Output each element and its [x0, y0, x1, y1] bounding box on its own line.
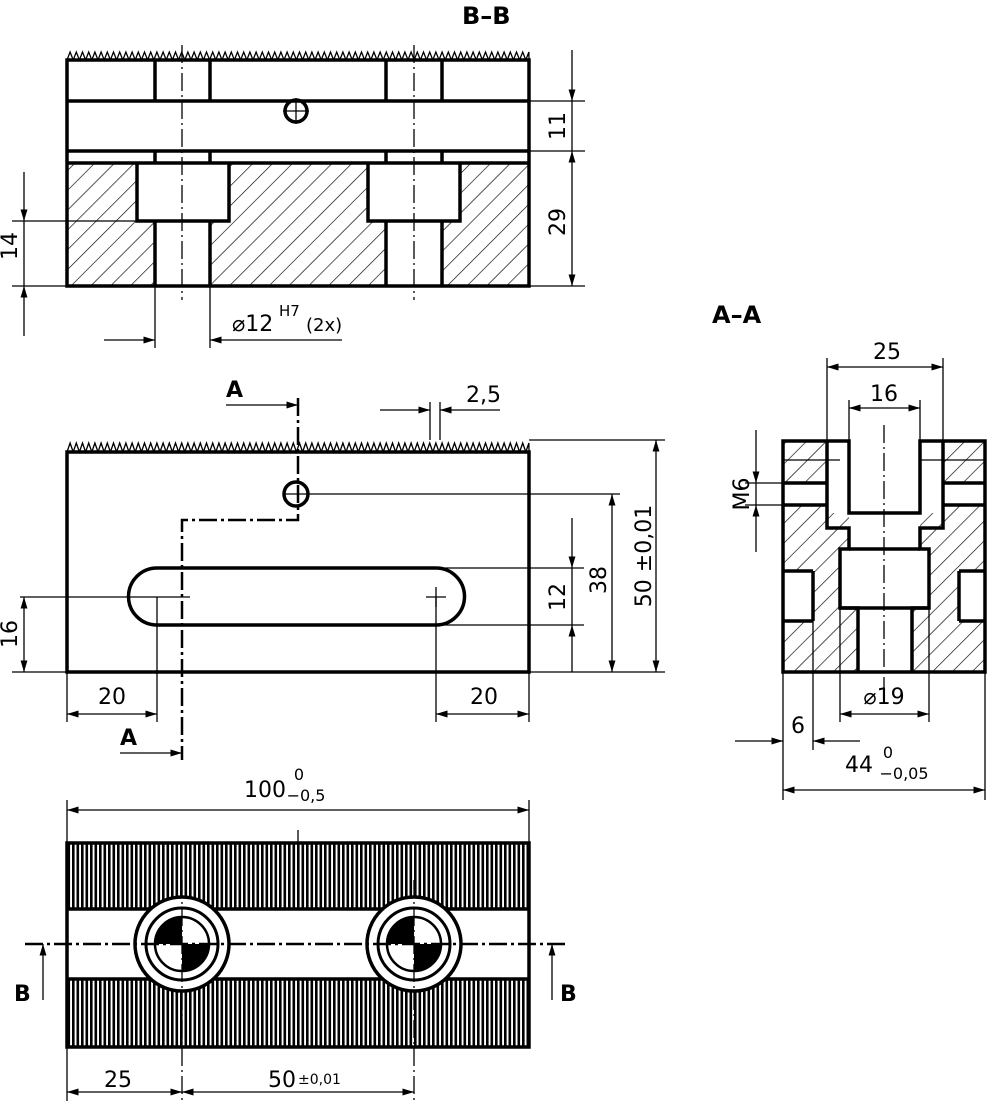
svg-text:12: 12: [546, 583, 571, 611]
section-bb-title: B–B: [462, 2, 511, 30]
section-aa-hatching: [783, 441, 985, 672]
dim-aa-16: 16: [848, 382, 921, 441]
section-bb-outline: [65, 58, 531, 288]
svg-text:38: 38: [587, 566, 612, 594]
svg-text:−0,5: −0,5: [287, 786, 326, 805]
section-mark-b-left: B: [14, 982, 31, 1007]
svg-text:M6: M6: [730, 478, 755, 511]
svg-text:11: 11: [546, 112, 571, 140]
dim-front-16: 16: [0, 597, 67, 673]
svg-text:25: 25: [104, 1068, 132, 1093]
svg-text:0: 0: [883, 743, 893, 762]
dim-front-12: 12: [436, 518, 584, 672]
svg-text:2,5: 2,5: [466, 383, 501, 408]
dim-front-20-left: 20: [66, 597, 158, 722]
top-view-centerlines: [181, 830, 415, 1101]
section-line-aa: A A: [120, 378, 300, 760]
svg-text:16: 16: [870, 382, 898, 407]
svg-text:16: 16: [0, 620, 23, 648]
dim-aa-m6: M6: [730, 430, 783, 552]
dim-aa-44: 44 0 −0,05: [783, 672, 986, 800]
svg-text:⌀12: ⌀12: [232, 312, 273, 337]
dim-front-50: 50 ±0,01: [529, 439, 665, 673]
dim-bb-29: 29: [529, 151, 585, 287]
svg-text:100: 100: [244, 778, 286, 803]
dim-top-100: 100 0 −0,5: [66, 765, 530, 843]
dim-front-20-right: 20: [435, 597, 530, 722]
section-aa-view: A–A 25: [712, 301, 987, 800]
front-view: A A 2,5 50 ±0,01 38: [0, 378, 665, 760]
svg-text:H7: H7: [279, 302, 300, 320]
dim-front-pitch: 2,5: [380, 383, 501, 440]
knurl-band-top: [67, 843, 529, 909]
section-mark-a-top: A: [226, 378, 243, 403]
dim-bb-11: 11: [529, 50, 585, 152]
section-mark-b-right: B: [560, 982, 577, 1007]
svg-text:0: 0: [294, 765, 304, 784]
dim-aa-19: ⌀19: [839, 608, 930, 722]
dim-front-38: 38: [308, 493, 620, 672]
front-view-centerlines: [20, 493, 446, 607]
front-view-serrations: [66, 441, 530, 454]
dim-aa-6: 6: [735, 621, 860, 800]
svg-text:14: 14: [0, 232, 23, 260]
dim-bb-hole-diameter: ⌀12 H7 (2x): [104, 286, 342, 348]
svg-text:±0,01: ±0,01: [298, 1072, 341, 1088]
section-mark-a-bottom: A: [120, 726, 137, 751]
knurl-band-bottom: [67, 979, 529, 1047]
svg-text:50: 50: [268, 1068, 296, 1093]
svg-text:25: 25: [873, 340, 901, 365]
dim-bb-14: 14: [0, 172, 137, 336]
svg-text:20: 20: [470, 685, 498, 710]
svg-text:(2x): (2x): [306, 315, 342, 336]
section-bb-serrations: [66, 50, 530, 62]
svg-text:20: 20: [98, 685, 126, 710]
top-view: B B 100 0 −0,5 25 50 ±0,01: [14, 765, 577, 1101]
svg-text:44: 44: [845, 753, 873, 778]
section-line-bb: B B: [14, 942, 577, 1007]
dim-aa-25: 25: [826, 340, 944, 441]
svg-text:⌀19: ⌀19: [863, 685, 904, 710]
svg-text:29: 29: [546, 208, 571, 236]
svg-text:50 ±0,01: 50 ±0,01: [632, 505, 657, 607]
svg-text:6: 6: [791, 714, 805, 739]
section-bb-view: B–B: [0, 2, 585, 348]
section-bb-centerlines: [181, 45, 415, 300]
section-aa-title: A–A: [712, 301, 762, 329]
dim-top-25-50: 25 50 ±0,01: [66, 1047, 414, 1101]
svg-text:−0,05: −0,05: [879, 764, 928, 783]
